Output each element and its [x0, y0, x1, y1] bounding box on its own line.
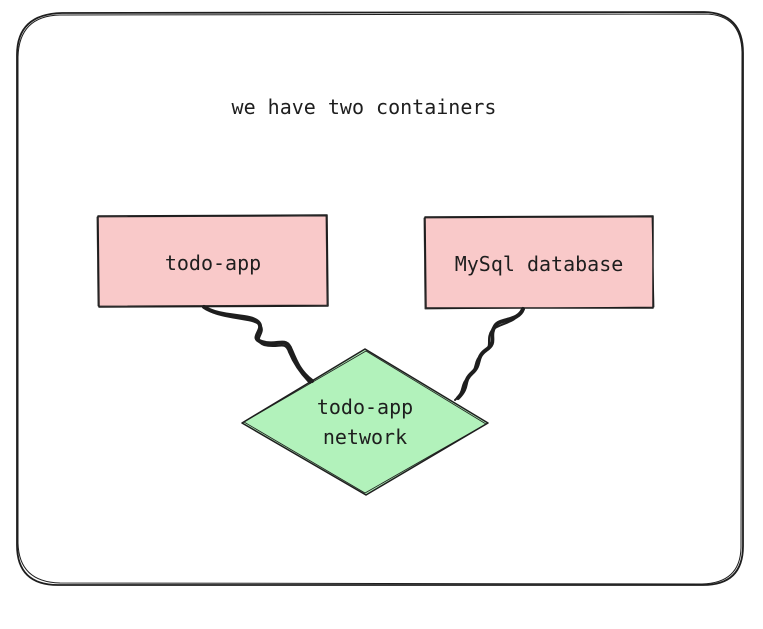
network-diamond: [242, 349, 488, 495]
mysql-database-container[interactable]: MySql database: [423, 215, 655, 310]
connector-mysql-to-network: [454, 307, 525, 401]
todo-app-network[interactable]: todo-app network: [241, 348, 489, 496]
connector-todo-app-to-network: [202, 305, 314, 384]
todo-app-label: todo-app: [165, 251, 261, 275]
outer-frame: [16, 11, 744, 586]
todo-app-box: [98, 216, 327, 306]
mysql-database-label: MySql database: [455, 252, 624, 276]
network-label-line2: network: [323, 425, 407, 449]
mysql-database-box: [425, 217, 653, 308]
network-label-line1: todo-app: [317, 395, 413, 419]
diagram-caption: we have two containers: [232, 95, 497, 119]
todo-app-container[interactable]: todo-app: [96, 214, 329, 308]
